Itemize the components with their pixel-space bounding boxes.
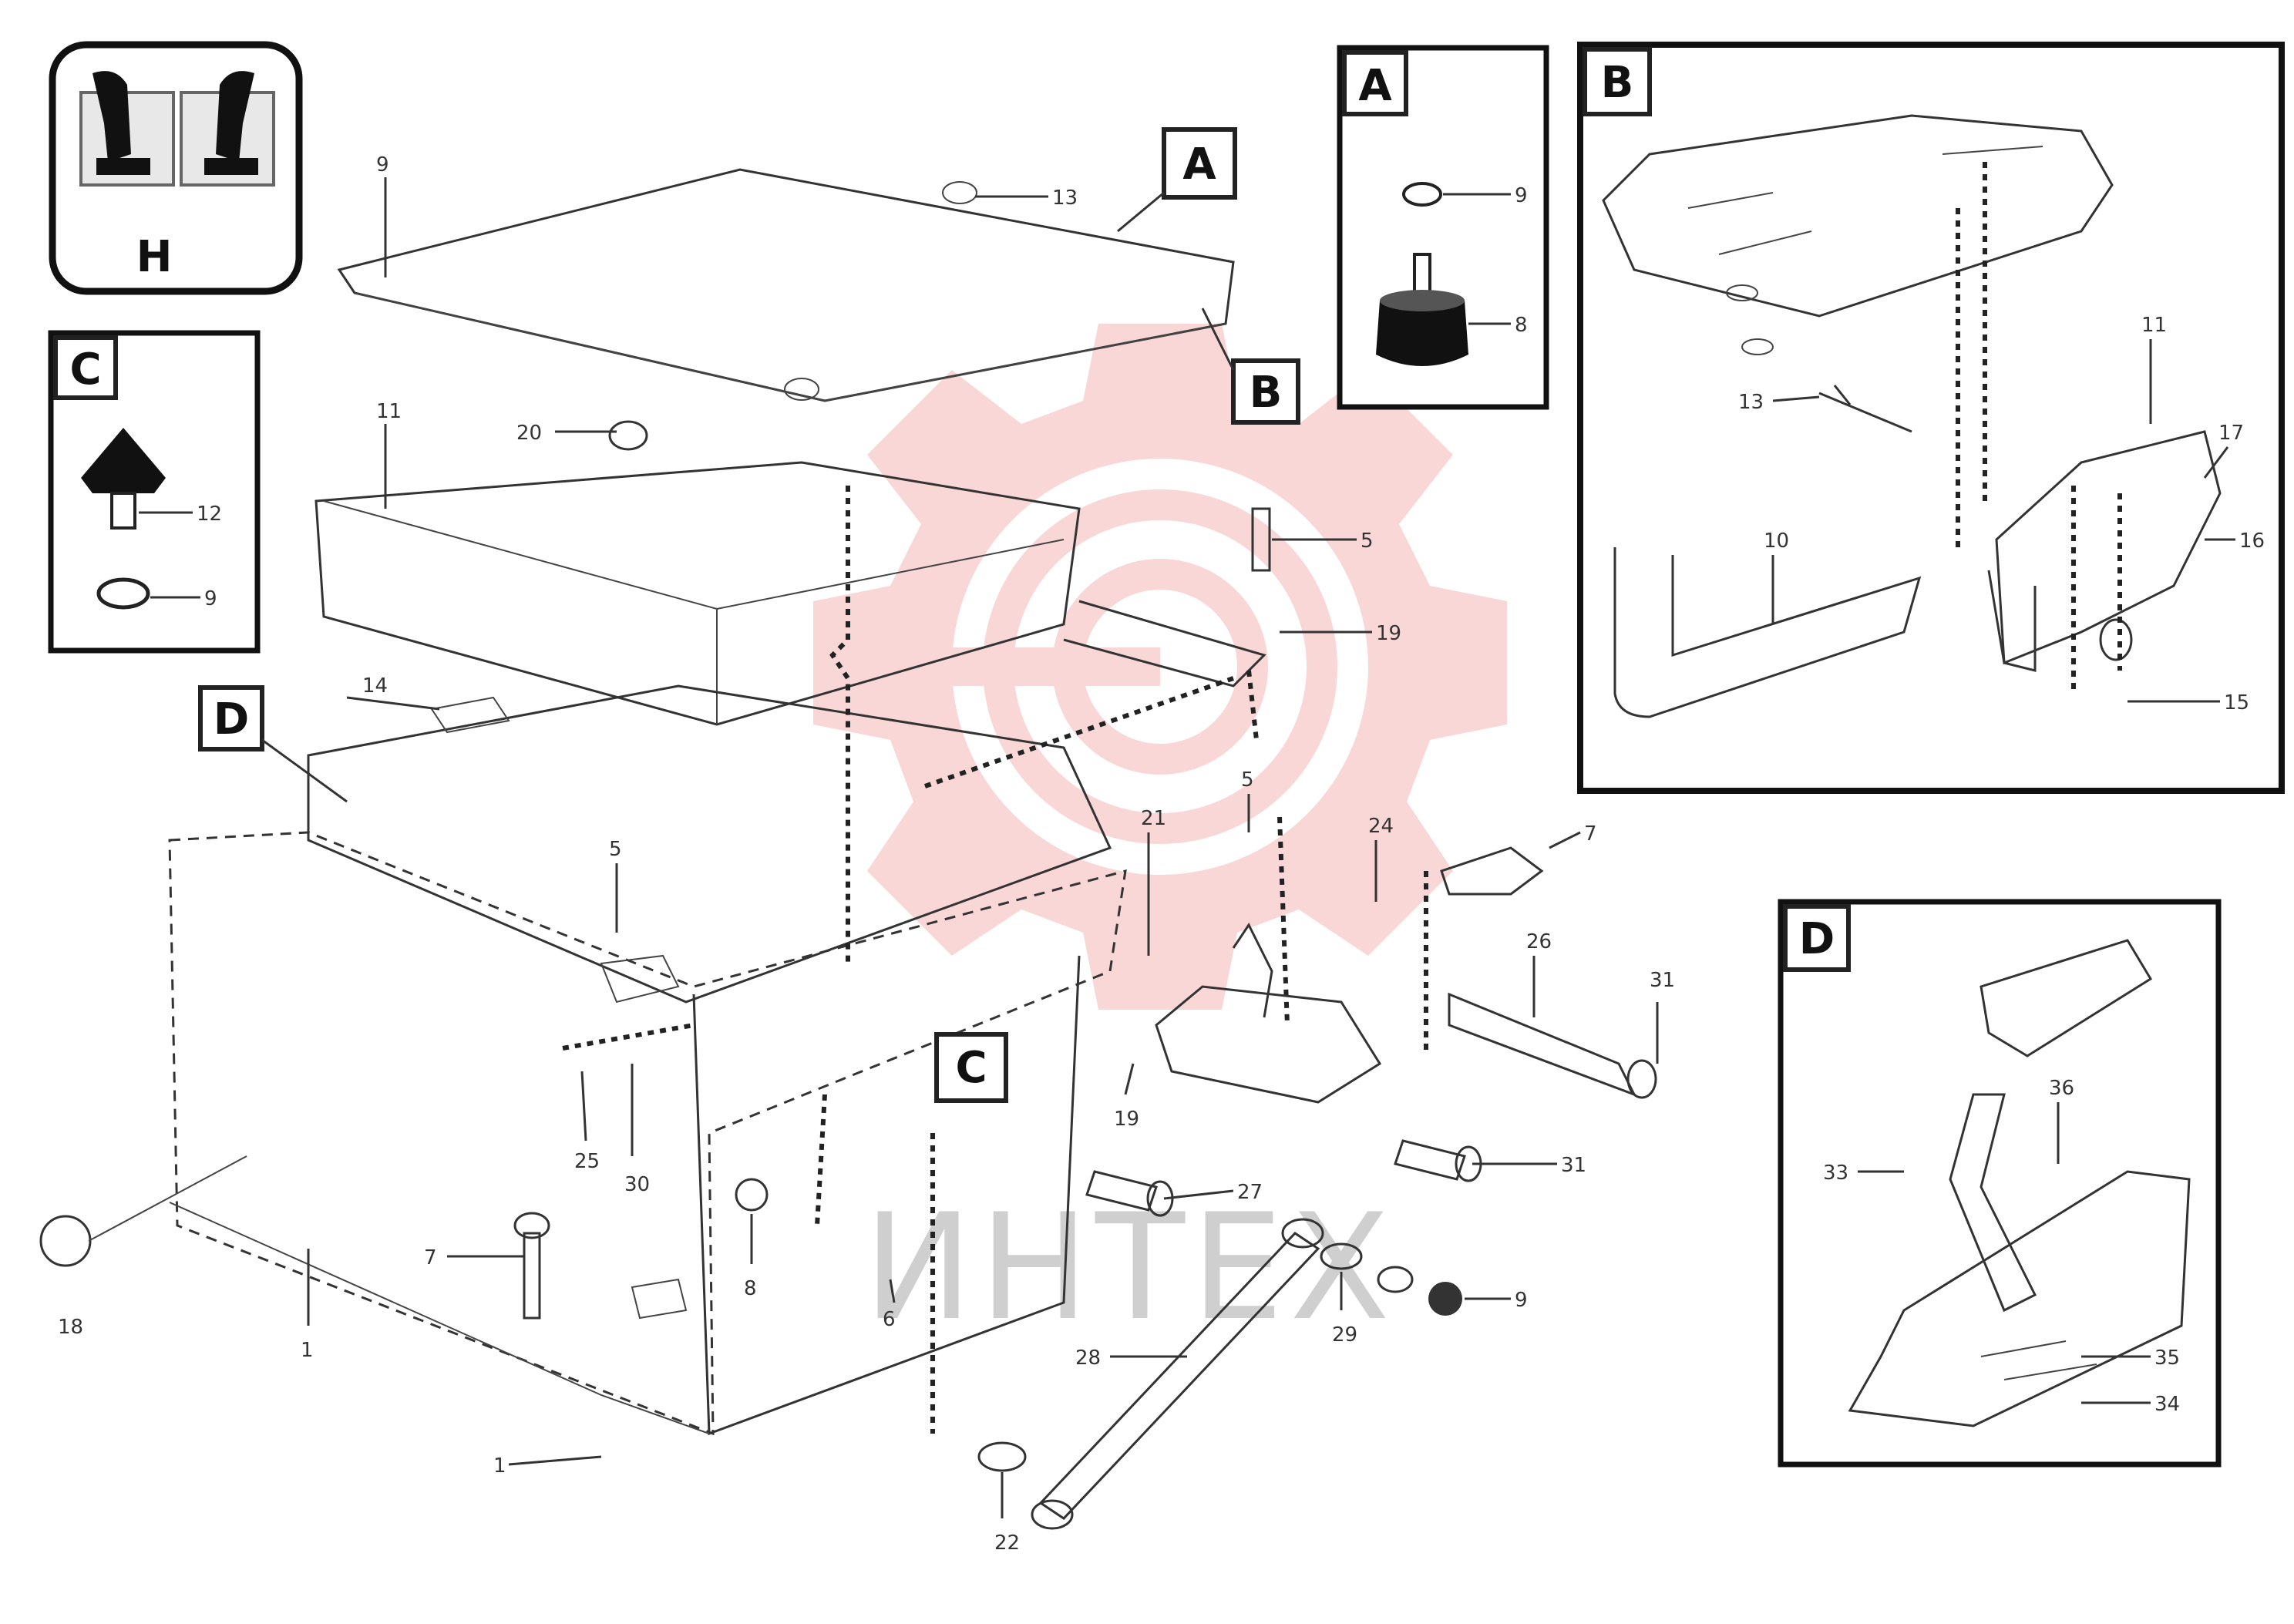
svg-text:34: 34: [2154, 1393, 2180, 1416]
svg-text:D: D: [214, 694, 249, 745]
svg-text:7: 7: [424, 1246, 437, 1269]
joystick-left-icon: [79, 71, 175, 187]
svg-text:20: 20: [516, 422, 542, 445]
svg-text:A: A: [1182, 140, 1216, 190]
panel-a-label: A: [1358, 61, 1392, 111]
panel-h: H: [49, 41, 303, 295]
nut-icon: 9: [96, 577, 217, 610]
svg-text:22: 22: [994, 1532, 1020, 1555]
svg-text:5: 5: [1361, 530, 1374, 553]
svg-text:19: 19: [1376, 622, 1401, 645]
panel-b-label: B: [1601, 58, 1634, 108]
svg-text:8: 8: [1515, 314, 1528, 337]
panel-a: A 9 8: [1337, 45, 1549, 410]
svg-text:25: 25: [574, 1150, 600, 1173]
svg-text:10: 10: [1764, 530, 1789, 553]
panel-c-label: C: [69, 345, 101, 395]
svg-text:31: 31: [1561, 1154, 1586, 1177]
svg-text:C: C: [955, 1043, 987, 1093]
svg-text:28: 28: [1075, 1347, 1101, 1370]
svg-text:30: 30: [624, 1173, 650, 1196]
rubber-bumper-icon: 12: [81, 428, 222, 530]
svg-text:5: 5: [1241, 768, 1254, 792]
panel-d-label: D: [1799, 914, 1835, 964]
svg-text:16: 16: [2239, 530, 2265, 553]
svg-text:12: 12: [197, 503, 222, 526]
svg-text:5: 5: [609, 838, 622, 861]
svg-text:6: 6: [883, 1308, 896, 1331]
callout-c: C: [934, 1032, 1008, 1103]
joystick-right-icon: [180, 71, 275, 187]
svg-text:7: 7: [1584, 822, 1597, 846]
svg-text:B: B: [1250, 368, 1283, 418]
svg-text:31: 31: [1650, 969, 1675, 992]
svg-text:35: 35: [2154, 1347, 2180, 1370]
svg-text:14: 14: [362, 674, 388, 698]
svg-text:24: 24: [1368, 815, 1394, 838]
svg-text:27: 27: [1237, 1181, 1263, 1204]
svg-text:9: 9: [376, 153, 389, 177]
svg-text:9: 9: [1515, 184, 1528, 207]
svg-text:15: 15: [2224, 691, 2249, 714]
svg-text:1: 1: [493, 1454, 506, 1478]
svg-text:11: 11: [376, 400, 402, 423]
svg-text:33: 33: [1823, 1162, 1848, 1185]
panel-d: D 36 33 35 34: [1778, 899, 2222, 1468]
svg-text:17: 17: [2218, 422, 2244, 445]
svg-text:9: 9: [1515, 1289, 1528, 1312]
svg-text:18: 18: [58, 1316, 83, 1339]
svg-text:8: 8: [744, 1277, 757, 1300]
svg-text:29: 29: [1332, 1323, 1357, 1347]
svg-text:13: 13: [1738, 391, 1764, 414]
main-assembly: 9 13 11 20 5 19 14: [39, 127, 1675, 1555]
svg-text:1: 1: [301, 1339, 314, 1362]
washer-icon: 9: [1402, 182, 1528, 207]
panel-b: B 13 11 17 16 10 15: [1577, 42, 2285, 794]
rubber-mount-icon: 8: [1376, 253, 1528, 366]
svg-text:26: 26: [1526, 930, 1552, 953]
svg-text:9: 9: [204, 587, 217, 610]
callout-d: D: [198, 685, 348, 803]
svg-text:21: 21: [1141, 807, 1166, 830]
svg-text:11: 11: [2141, 314, 2167, 337]
callout-a: A: [1117, 127, 1237, 233]
watermark-text: ИНТЕХ: [863, 1182, 1396, 1353]
panel-h-label: H: [136, 232, 173, 282]
panel-c: C 12 9: [48, 330, 261, 654]
callout-b: B: [1201, 308, 1300, 425]
svg-text:19: 19: [1114, 1108, 1139, 1131]
svg-text:36: 36: [2049, 1077, 2074, 1100]
svg-text:13: 13: [1052, 187, 1078, 210]
